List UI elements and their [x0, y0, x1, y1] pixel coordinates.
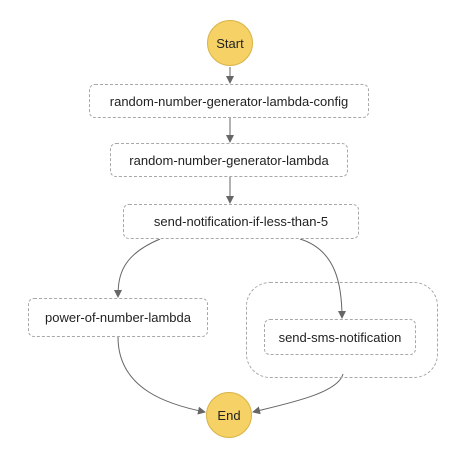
state-power-of-number-lambda[interactable]: power-of-number-lambda — [28, 298, 208, 337]
state-label: random-number-generator-lambda-config — [109, 93, 349, 109]
edge-sms-to-end — [252, 373, 344, 415]
state-label: random-number-generator-lambda — [129, 152, 329, 168]
state-random-number-generator-lambda-config[interactable]: random-number-generator-lambda-config — [89, 84, 369, 118]
parallel-group-container — [246, 282, 438, 378]
start-node[interactable]: Start — [207, 20, 253, 66]
edge-notification-to-power — [114, 238, 161, 298]
start-node-label: Start — [216, 35, 244, 51]
state-label: send-notification-if-less-than-5 — [153, 214, 329, 229]
end-node[interactable]: End — [206, 392, 252, 438]
state-label: power-of-number-lambda — [45, 310, 191, 325]
state-send-sms-notification[interactable]: send-sms-notification — [264, 319, 416, 355]
state-label: send-sms-notification — [278, 329, 402, 345]
state-send-notification-if-less-than-5[interactable]: send-notification-if-less-than-5 — [123, 204, 359, 239]
edge-notification-to-sms — [299, 238, 346, 319]
state-random-number-generator-lambda[interactable]: random-number-generator-lambda — [110, 143, 348, 177]
edge-power-to-end — [117, 336, 206, 415]
end-node-label: End — [217, 407, 241, 423]
